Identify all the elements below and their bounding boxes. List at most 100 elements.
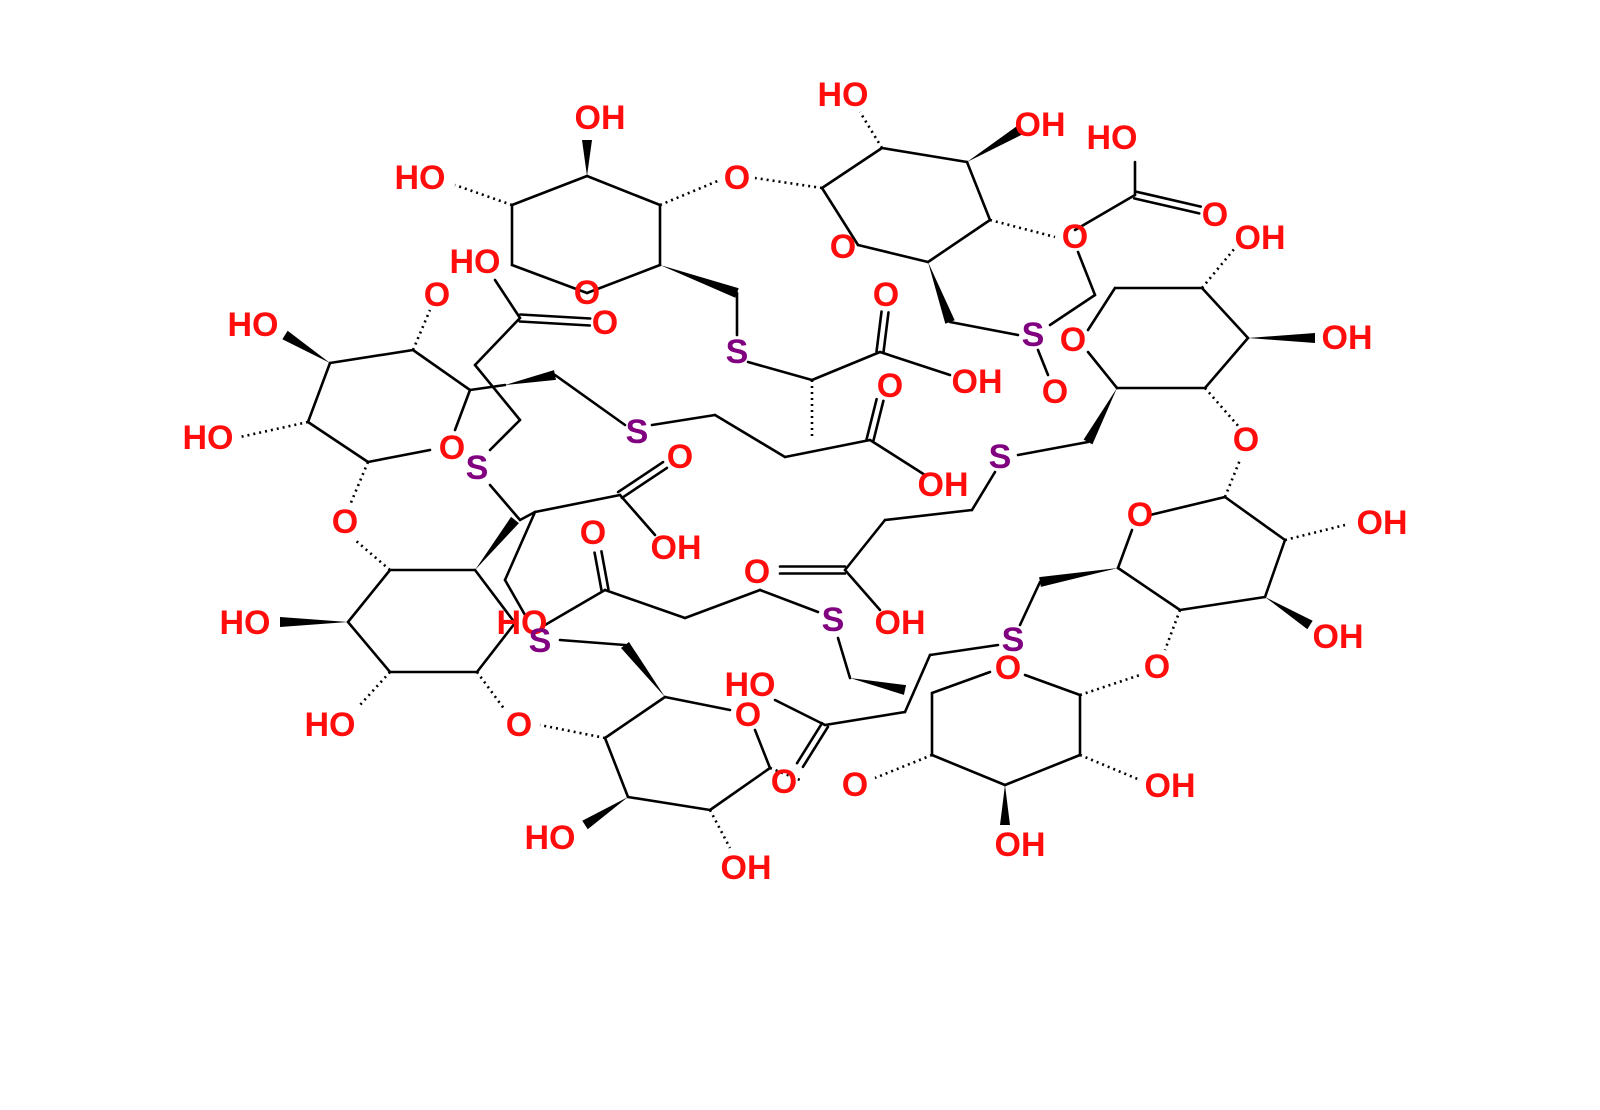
single-bond xyxy=(510,174,589,207)
oxygen-atom-label: HO xyxy=(497,604,548,642)
sulfur-atom-label: S xyxy=(626,413,649,451)
single-bond xyxy=(468,383,507,392)
single-bond xyxy=(553,373,627,427)
single-bond xyxy=(1203,336,1250,390)
oxygen-atom-label: OH xyxy=(651,529,702,567)
single-bond xyxy=(926,218,992,264)
oxygen-atom-label: O xyxy=(877,367,903,405)
hash-bond xyxy=(858,111,884,149)
oxygen-atom-label: HO xyxy=(183,419,234,457)
double-bond xyxy=(1132,197,1201,215)
double-bond xyxy=(1134,190,1203,208)
oxygen-atom-label: O xyxy=(592,304,618,342)
single-bond xyxy=(503,578,527,617)
oxygen-atom-label: OH xyxy=(1145,767,1196,805)
wedge-bond xyxy=(582,797,628,830)
single-bond xyxy=(683,588,762,620)
single-bond xyxy=(856,243,930,264)
oxygen-atom-label: HO xyxy=(395,159,446,197)
oxygen-atom-label: O xyxy=(574,274,600,312)
wedge-bond xyxy=(1039,568,1118,587)
single-bond xyxy=(1048,293,1097,327)
oxygen-atom-label: OH xyxy=(1313,618,1364,656)
single-bond xyxy=(1178,595,1267,612)
single-bond xyxy=(783,438,872,459)
single-bond xyxy=(965,160,992,222)
single-bond xyxy=(663,695,732,712)
wedge-bond xyxy=(1083,388,1117,445)
double-bond xyxy=(593,551,603,592)
single-bond xyxy=(453,388,472,432)
single-bond xyxy=(1036,348,1050,377)
single-bond xyxy=(930,670,992,695)
oxygen-atom-label: O xyxy=(771,763,797,801)
single-bond xyxy=(585,174,662,207)
wedge-bond xyxy=(967,125,1023,162)
double-bond xyxy=(518,313,592,320)
oxygen-atom-label: O xyxy=(439,429,465,467)
single-bond xyxy=(503,510,537,582)
wedge-bond xyxy=(850,678,907,695)
single-bond xyxy=(823,710,907,727)
oxygen-atom-label: O xyxy=(873,276,899,314)
hash-bond xyxy=(874,753,933,780)
single-bond xyxy=(1086,350,1119,390)
single-bond xyxy=(820,146,884,190)
single-bond xyxy=(626,795,712,812)
single-bond xyxy=(473,568,517,625)
hash-bond xyxy=(239,420,309,439)
double-bond xyxy=(882,311,890,354)
sulfur-atom-label: S xyxy=(726,333,749,371)
single-bond xyxy=(650,413,717,427)
hash-bond xyxy=(1079,753,1141,782)
oxygen-atom-label: O xyxy=(995,649,1021,687)
oxygen-atom-label: OH xyxy=(952,363,1003,401)
double-bond xyxy=(865,397,878,441)
single-bond xyxy=(306,420,370,464)
oxygen-atom-label: OH xyxy=(918,466,969,504)
single-bond xyxy=(518,510,537,522)
sulfur-atom-label: S xyxy=(1002,621,1025,659)
single-bond xyxy=(1018,580,1042,627)
oxygen-atom-label: O xyxy=(1060,321,1086,359)
single-bond xyxy=(713,413,787,459)
single-bond xyxy=(603,588,687,620)
single-bond xyxy=(843,568,882,612)
double-bond xyxy=(518,320,592,327)
sulfur-atom-label: S xyxy=(822,601,845,639)
single-bond xyxy=(970,470,997,512)
oxygen-atom-label: HO xyxy=(725,666,776,704)
hash-bond xyxy=(754,176,823,190)
single-bond xyxy=(878,350,952,377)
sulfur-atom-label: S xyxy=(529,622,552,660)
single-bond xyxy=(948,320,1020,337)
single-bond xyxy=(328,348,415,365)
oxygen-atom-label: O xyxy=(1062,218,1088,256)
single-bond xyxy=(883,508,974,522)
oxygen-atom-label: O xyxy=(424,276,450,314)
single-bond xyxy=(306,361,332,424)
oxygen-atom-label: HO xyxy=(305,706,356,744)
oxygen-atom-label: HO xyxy=(1087,119,1138,157)
oxygen-atom-label: HO xyxy=(450,243,501,281)
single-bond xyxy=(346,620,392,674)
single-bond xyxy=(820,186,860,247)
single-bond xyxy=(1223,495,1287,542)
single-bond xyxy=(903,653,932,714)
single-bond xyxy=(758,588,820,614)
hash-bond xyxy=(1200,247,1237,289)
single-bond xyxy=(618,493,657,537)
single-bond xyxy=(1263,538,1287,599)
sulfur-atom-label: S xyxy=(989,438,1012,476)
single-bond xyxy=(930,753,1007,787)
sulfur-atom-label: S xyxy=(466,449,489,487)
hash-bond xyxy=(1163,609,1182,651)
single-bond xyxy=(1073,193,1137,232)
single-bond xyxy=(708,766,772,812)
single-bond xyxy=(603,736,630,799)
double-bond xyxy=(875,310,883,353)
double-bond xyxy=(795,721,824,765)
double-bond xyxy=(600,550,610,591)
